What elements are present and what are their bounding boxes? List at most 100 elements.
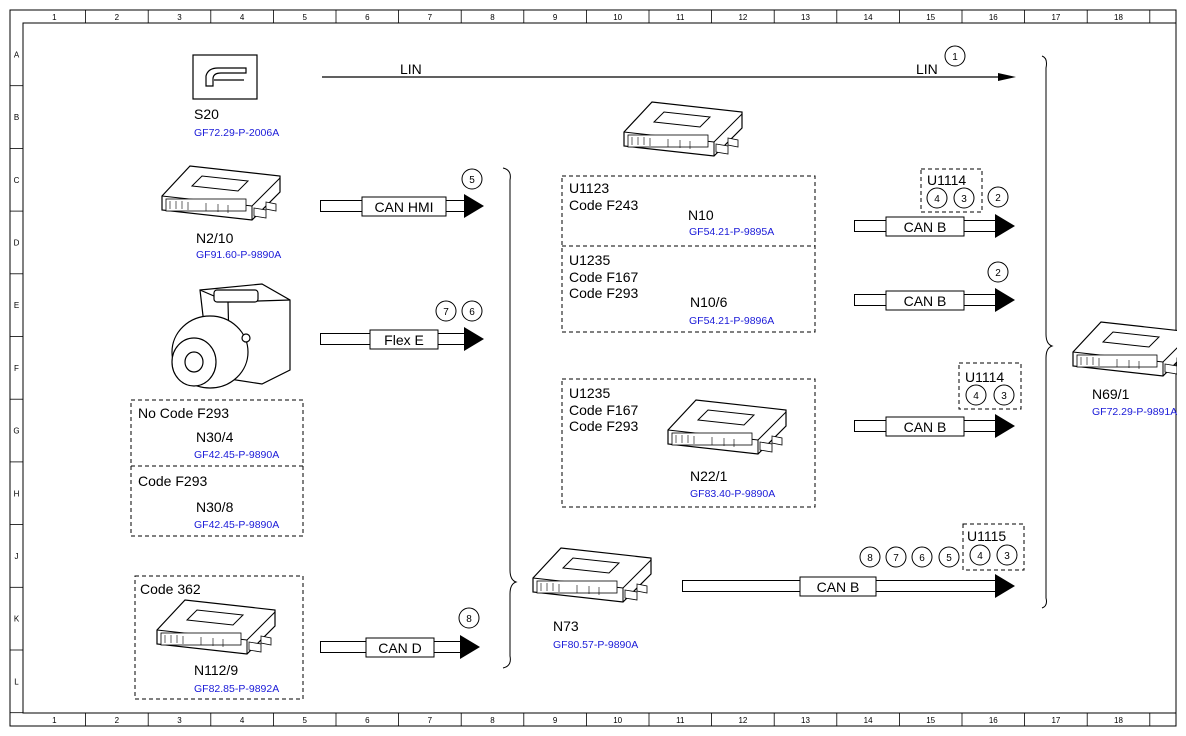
s20-name: S20 — [194, 106, 219, 122]
grid-column-label: 10 — [613, 13, 622, 22]
svg-text:U1115: U1115 — [967, 528, 1006, 544]
lin-circle: 1 — [952, 52, 958, 63]
n10-6-can-b-label: CAN B — [904, 293, 947, 309]
n22-1-ecu-icon — [667, 399, 787, 455]
grid-column-label: 2 — [115, 716, 120, 725]
svg-text:7: 7 — [443, 307, 449, 318]
n10-6-name: N10/6 — [690, 294, 728, 310]
svg-text:3: 3 — [1001, 391, 1007, 402]
svg-text:8: 8 — [867, 553, 873, 564]
n30-8-name: N30/8 — [196, 499, 234, 515]
n73-ecu-icon — [532, 547, 652, 603]
grid-row-label: D — [14, 238, 20, 247]
n73-name: N73 — [553, 618, 579, 634]
grid-column-label: 11 — [676, 716, 685, 725]
grid-column-label: 17 — [1051, 716, 1060, 725]
n69-1-ref: GF72.29-P-9891A — [1092, 406, 1177, 418]
n73-can-b-label: CAN B — [817, 579, 860, 595]
svg-text:3: 3 — [961, 194, 967, 205]
s20-switch-icon — [192, 54, 258, 100]
grid-row-label: B — [14, 113, 19, 122]
n10-can-b-label: CAN B — [904, 219, 947, 235]
s20-component: S20 GF72.29-P-2006A — [192, 54, 279, 139]
grid-column-label: 8 — [490, 13, 495, 22]
grid-column-label: 15 — [926, 13, 935, 22]
grid-column-label: 8 — [490, 716, 495, 725]
svg-text:2: 2 — [995, 268, 1001, 279]
n73-ref: GF80.57-P-9890A — [553, 639, 638, 651]
grid-column-label: 1 — [52, 13, 57, 22]
n69-1-component: N69/1 GF72.29-P-9891A — [1072, 321, 1186, 418]
grid-column-label: 7 — [428, 13, 433, 22]
grid-column-label: 9 — [553, 13, 558, 22]
can-d-label: CAN D — [378, 640, 422, 656]
n10-6-ref: GF54.21-P-9896A — [689, 315, 774, 327]
n30-component: Flex E 7 6 No Code F293 N30/4 GF42.45-P-… — [130, 283, 484, 537]
grid-column-label: 7 — [428, 716, 433, 725]
n30-8-code: Code F293 — [138, 473, 207, 489]
grid-column-label: 5 — [302, 13, 307, 22]
n69-1-ecu-icon — [1072, 321, 1186, 377]
grid-column-label: 6 — [365, 716, 370, 725]
n69-1-name: N69/1 — [1092, 386, 1130, 402]
svg-text:8: 8 — [466, 614, 472, 625]
svg-text:Code F243: Code F243 — [569, 197, 638, 213]
svg-text:Code F293: Code F293 — [569, 285, 638, 301]
n112-9-code: Code 362 — [140, 581, 201, 597]
grid-column-label: 2 — [115, 13, 120, 22]
svg-text:4: 4 — [934, 194, 940, 205]
lin-label-left: LIN — [400, 61, 422, 77]
n22-1-component: U1235 Code F167 Code F293 N22/1 GF83.40-… — [561, 362, 1022, 508]
svg-text:7: 7 — [893, 553, 899, 564]
grid-column-label: 4 — [240, 716, 245, 725]
svg-text:U1114: U1114 — [927, 172, 966, 188]
n22-1-can-b-label: CAN B — [904, 419, 947, 435]
n2-10-component: N2/10 GF91.60-P-9890A CAN HMI 5 — [161, 165, 484, 261]
n30-8-ref: GF42.45-P-9890A — [194, 519, 279, 531]
n112-9-ecu-icon — [156, 599, 276, 655]
grid-row-label: G — [13, 427, 19, 436]
svg-text:U1114: U1114 — [965, 369, 1004, 385]
grid-column-label: 12 — [738, 13, 747, 22]
grid-column-label: 1 — [52, 716, 57, 725]
grid-column-label: 16 — [989, 716, 998, 725]
grid-column-label: 15 — [926, 716, 935, 725]
svg-text:Code F167: Code F167 — [569, 402, 638, 418]
grid-row-label: A — [14, 50, 20, 59]
right-brace — [1041, 55, 1054, 609]
grid-row-label: E — [14, 301, 19, 310]
grid-column-label: 13 — [801, 716, 810, 725]
n112-9-name: N112/9 — [194, 662, 238, 678]
grid-column-label: 14 — [864, 716, 873, 725]
n10-name: N10 — [688, 207, 714, 223]
n30-4-name: N30/4 — [196, 429, 234, 445]
left-brace — [502, 167, 518, 669]
grid-column-label: 9 — [553, 716, 558, 725]
svg-text:Code F293: Code F293 — [569, 418, 638, 434]
n73-component: N73 GF80.57-P-9890A CAN B 8 7 6 5 U1115 … — [532, 523, 1025, 651]
lin-bus: LIN LIN 1 — [322, 45, 1016, 81]
svg-text:2: 2 — [995, 193, 1001, 204]
grid-column-label: 10 — [613, 716, 622, 725]
grid-column-label: 4 — [240, 13, 245, 22]
grid-column-label: 18 — [1114, 13, 1123, 22]
n22-1-name: N22/1 — [690, 468, 728, 484]
can-hmi-label: CAN HMI — [374, 199, 433, 215]
svg-text:6: 6 — [469, 307, 475, 318]
grid-column-label: 5 — [302, 716, 307, 725]
grid-column-label: 18 — [1114, 716, 1123, 725]
n22-1-ref: GF83.40-P-9890A — [690, 488, 775, 500]
grid-row-label: J — [15, 552, 19, 561]
n112-9-ref: GF82.85-P-9892A — [194, 683, 279, 695]
grid-row-label: H — [14, 489, 20, 498]
svg-text:4: 4 — [977, 551, 983, 562]
s20-ref: GF72.29-P-2006A — [194, 127, 279, 139]
n10-ref: GF54.21-P-9895A — [689, 226, 774, 238]
grid-column-label: 16 — [989, 13, 998, 22]
n2-10-ecu-icon — [161, 165, 281, 221]
grid-column-label: 3 — [177, 716, 182, 725]
svg-text:U1235: U1235 — [569, 385, 610, 401]
grid-column-label: 17 — [1051, 13, 1060, 22]
grid-columns: 1122334455667788991010111112121313141415… — [52, 10, 1151, 726]
svg-text:5: 5 — [946, 553, 952, 564]
